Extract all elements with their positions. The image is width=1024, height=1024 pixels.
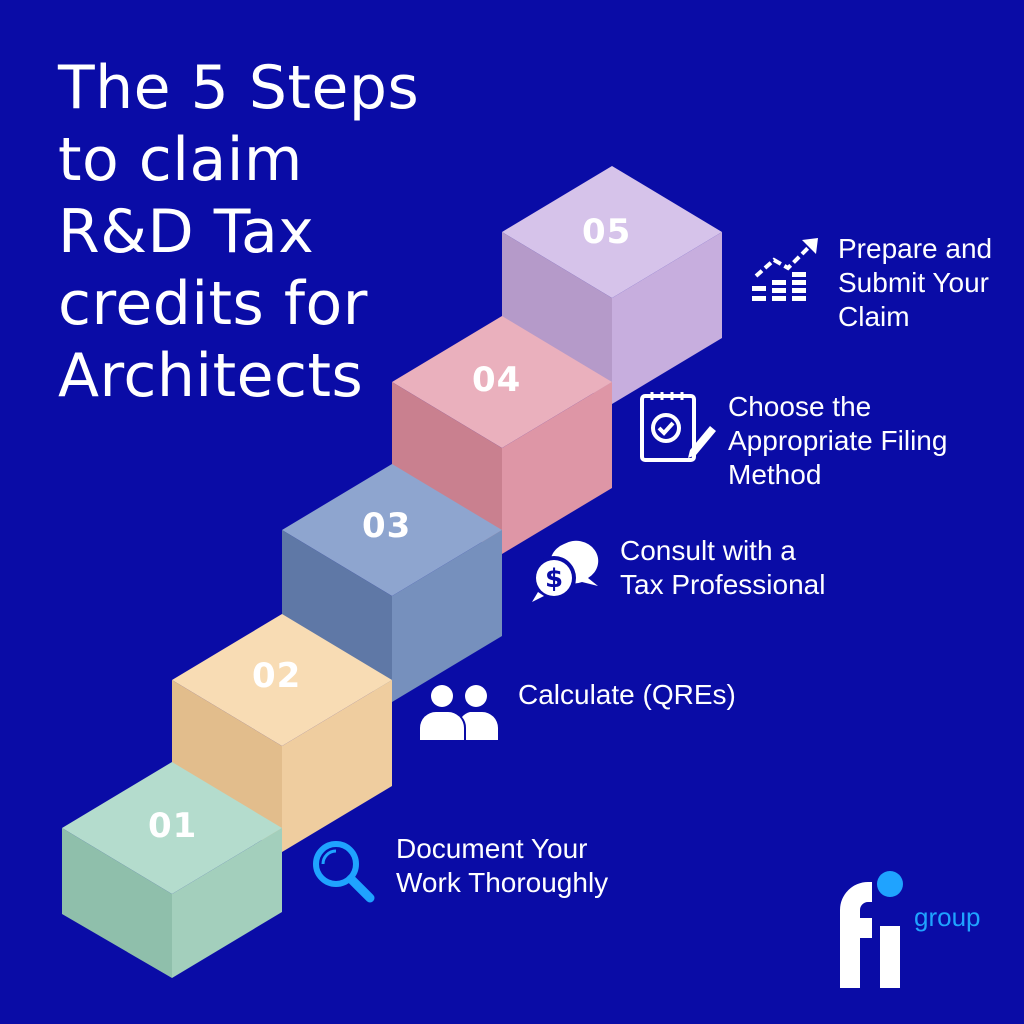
step-text-03: Consult with a Tax Professional bbox=[620, 534, 825, 602]
step-number-03: 03 bbox=[362, 506, 412, 546]
step-block-02 bbox=[172, 614, 392, 852]
block-right bbox=[282, 680, 392, 852]
step-block-03 bbox=[282, 464, 502, 702]
title-line: R&D Tax bbox=[58, 197, 315, 267]
block-right bbox=[502, 382, 612, 554]
step-text-line: Document Your bbox=[396, 833, 588, 864]
step-text-line: Work Thoroughly bbox=[396, 867, 609, 898]
step-number-05: 05 bbox=[582, 212, 632, 252]
step-text-line: Calculate (QREs) bbox=[518, 679, 736, 710]
fi-group-logo bbox=[840, 871, 903, 988]
block-left bbox=[392, 382, 502, 554]
chat-dollar-icon: $ bbox=[532, 540, 599, 602]
block-left bbox=[502, 232, 612, 404]
step-number-01: 01 bbox=[148, 806, 198, 846]
step-text-line: Prepare and bbox=[838, 233, 993, 264]
step-text-line: Choose the bbox=[728, 391, 872, 422]
step-text-05: Prepare and Submit Your Claim bbox=[838, 232, 992, 334]
block-right bbox=[172, 828, 282, 978]
block-left bbox=[172, 680, 282, 852]
title-line: credits for bbox=[58, 269, 368, 339]
step-block-04 bbox=[392, 316, 612, 554]
step-text-02: Calculate (QREs) bbox=[518, 678, 736, 712]
checklist-pen-icon bbox=[640, 392, 716, 462]
step-text-line: Method bbox=[728, 459, 822, 490]
step-number-02: 02 bbox=[252, 656, 302, 696]
step-text-line: Consult with a bbox=[620, 535, 796, 566]
step-text-01: Document Your Work Thoroughly bbox=[396, 832, 608, 900]
magnifier-icon bbox=[313, 841, 375, 903]
title-line: The 5 Steps bbox=[58, 53, 420, 123]
growth-chart-icon bbox=[752, 238, 818, 301]
block-right bbox=[612, 232, 722, 404]
title-line: to claim bbox=[58, 125, 303, 195]
step-text-line: Appropriate Filing bbox=[728, 425, 948, 456]
page-title: The 5 Steps to claim R&D Tax credits for… bbox=[58, 52, 478, 412]
block-right bbox=[392, 530, 502, 702]
title-line: Architects bbox=[58, 341, 364, 411]
step-block-05 bbox=[502, 166, 722, 404]
block-left bbox=[282, 530, 392, 702]
step-text-line: Tax Professional bbox=[620, 569, 826, 600]
step-number-04: 04 bbox=[472, 360, 522, 400]
step-text-line: Claim bbox=[838, 301, 910, 332]
svg-text:$: $ bbox=[545, 564, 563, 594]
step-text-line: Submit Your bbox=[838, 267, 989, 298]
step-block-01 bbox=[62, 762, 282, 978]
people-icon bbox=[420, 685, 498, 740]
step-text-04: Choose the Appropriate Filing Method bbox=[728, 390, 947, 492]
logo-group-text: group bbox=[914, 902, 981, 932]
block-left bbox=[62, 828, 172, 978]
